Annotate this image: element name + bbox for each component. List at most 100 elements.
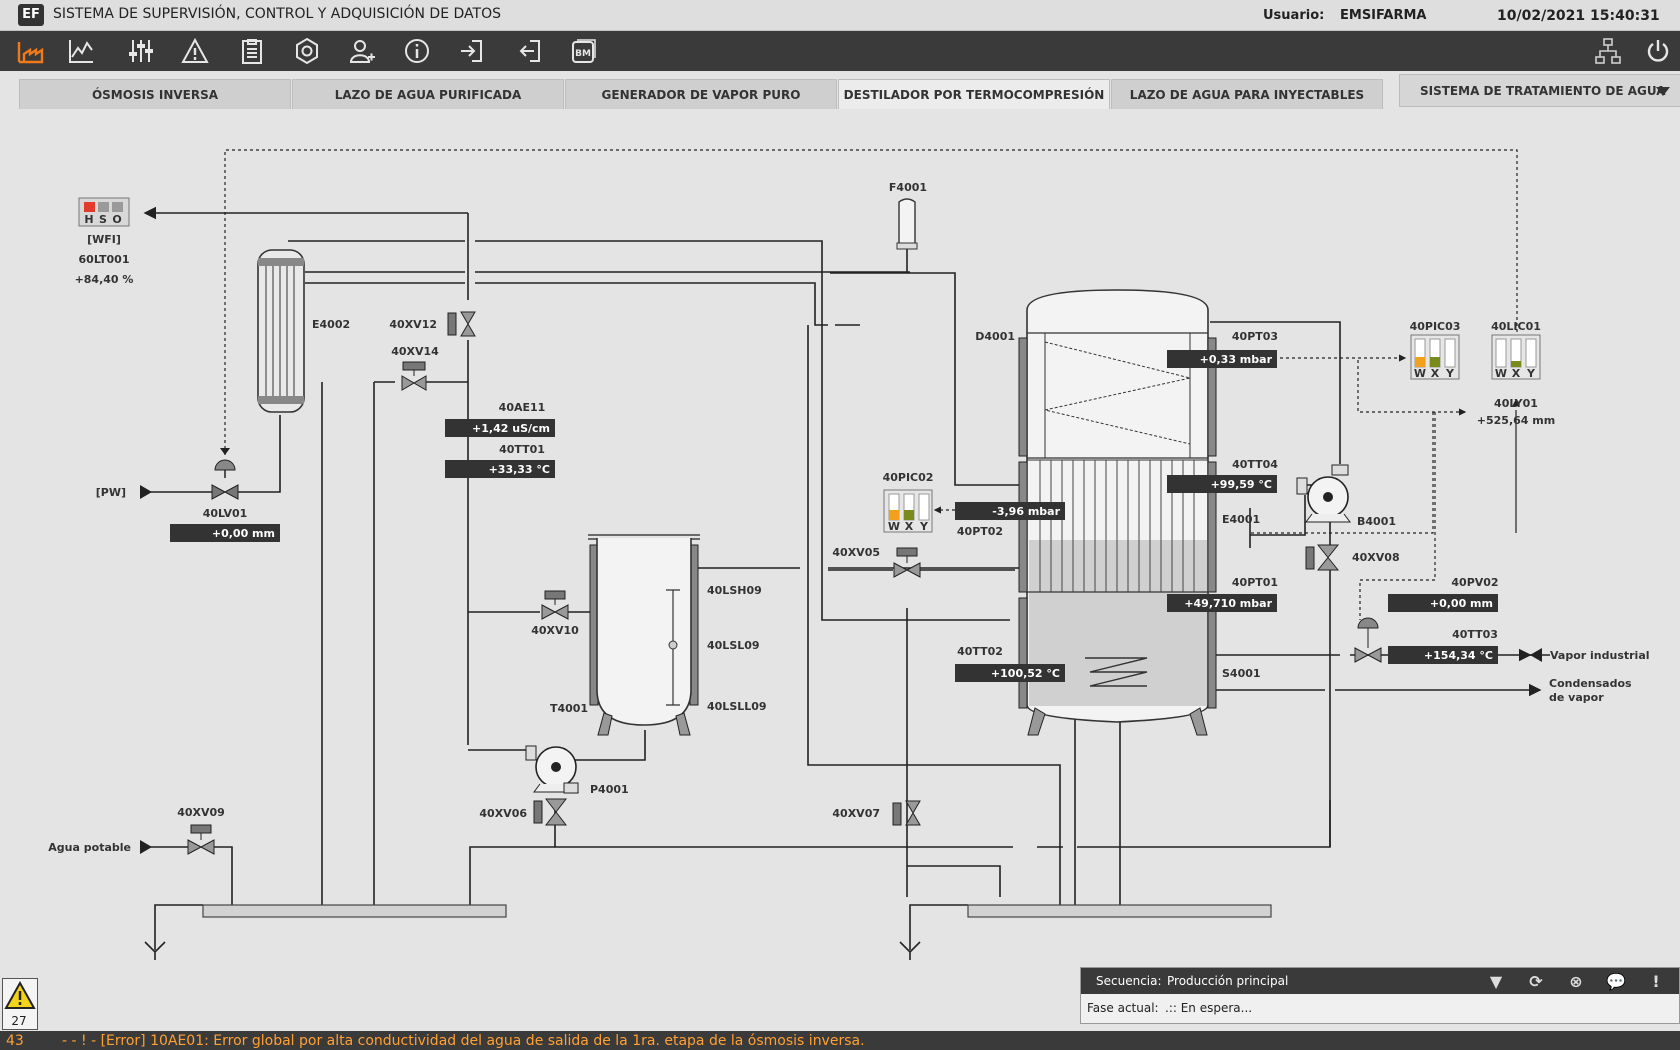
sequence-label: Secuencia: — [1096, 974, 1162, 988]
s4001-label: S4001 — [1222, 667, 1261, 680]
wfi-tag: [WFI] — [87, 233, 121, 246]
tt01-value: +33,33 °C — [489, 463, 550, 476]
xv07-label: 40XV07 — [832, 807, 880, 820]
tt04-value-box[interactable] — [1167, 475, 1277, 493]
controller-40pic03[interactable]: W X Y — [1410, 334, 1460, 380]
sequence-value[interactable]: Producción principal — [1167, 974, 1289, 988]
wfi-level-tag: 60LT001 — [79, 253, 130, 266]
plant-icon[interactable] — [13, 35, 47, 67]
pt02-value-box[interactable] — [955, 502, 1065, 520]
potable-water-label: Agua potable — [48, 841, 131, 854]
valve-40xv07[interactable] — [892, 800, 921, 826]
add-user-icon[interactable] — [345, 35, 379, 67]
title-bar: EF SISTEMA DE SUPERVISIÓN, CONTROL Y ADQ… — [0, 0, 1680, 31]
tt01-value-box[interactable] — [445, 460, 555, 478]
pic02-x-bar — [904, 510, 914, 520]
controller-40pic02[interactable]: W X Y — [883, 489, 933, 533]
user-name: EMSIFARMA — [1340, 8, 1427, 23]
settings-icon[interactable] — [290, 35, 324, 67]
tt04-tag: 40TT04 — [1232, 458, 1278, 471]
distiller-column[interactable] — [1018, 289, 1217, 736]
pic02-w-label: W — [888, 520, 900, 533]
alarm-status-bar[interactable]: 43 - - ! - [Error] 10AE01: Error global … — [0, 1031, 1680, 1050]
led-o-label: O — [112, 213, 121, 226]
tab-generador-vapor-puro[interactable]: GENERADOR DE VAPOR PURO — [565, 79, 837, 109]
sequence-panel: Secuencia: Producción principal ▼ ⟳ ⊗ 💬 … — [1080, 967, 1680, 1024]
drain-icon — [144, 941, 166, 960]
tank-t4001[interactable] — [588, 534, 700, 736]
trend-icon[interactable] — [64, 35, 98, 67]
network-icon[interactable] — [1591, 35, 1625, 67]
condensate-label: Condensados — [1549, 677, 1632, 690]
valve-40xv12[interactable] — [447, 311, 476, 337]
lic01-w-label: W — [1495, 367, 1507, 380]
pipes — [140, 206, 1550, 950]
tab-lazo-agua-inyectables[interactable]: LAZO DE AGUA PARA INYECTABLES — [1111, 79, 1383, 109]
tt03-tag: 40TT03 — [1452, 628, 1498, 641]
valve-40xv10[interactable] — [541, 590, 569, 620]
ae11-value-box[interactable] — [445, 419, 555, 437]
pv02-value-box[interactable] — [1388, 594, 1498, 612]
xv06-label: 40XV06 — [479, 807, 527, 820]
stop-icon[interactable]: ⊗ — [1569, 971, 1583, 991]
valve-40xv14[interactable] — [401, 361, 427, 391]
phase-value: .:: En espera... — [1165, 1001, 1253, 1015]
pic03-w-label: W — [1414, 367, 1426, 380]
bm-label: BM — [575, 49, 591, 59]
comment-icon[interactable]: 💬 — [1606, 971, 1626, 991]
system-select[interactable]: SISTEMA DE TRATAMIENTO DE AGUA — [1399, 74, 1680, 107]
chevron-down-icon — [1656, 87, 1670, 96]
alarm-warning-icon[interactable] — [178, 35, 212, 67]
pv02-tag: 40PV02 — [1451, 576, 1498, 589]
pic02-x-label: X — [905, 520, 914, 533]
valve-40xv05[interactable] — [893, 547, 921, 578]
pump-p4001[interactable] — [525, 745, 579, 794]
chevron-down-icon[interactable]: ▼ — [1489, 971, 1503, 991]
app-logo: EF — [18, 4, 44, 26]
pt01-tag: 40PT01 — [1232, 576, 1278, 589]
valve-40xv09[interactable] — [187, 824, 215, 855]
tab-lazo-agua-purificada[interactable]: LAZO DE AGUA PURIFICADA — [292, 79, 564, 109]
refresh-icon[interactable]: ⟳ — [1529, 971, 1543, 991]
filter-f4001[interactable] — [896, 198, 918, 250]
wfi-status-panel[interactable]: H S O — [78, 197, 130, 227]
tab-label: GENERADOR DE VAPOR PURO — [601, 87, 801, 102]
compressor-b4001[interactable] — [1296, 464, 1351, 523]
area-tabs: ÓSMOSIS INVERSA LAZO DE AGUA PURIFICADA … — [0, 71, 1680, 109]
heat-exchanger-e4002[interactable] — [257, 249, 305, 413]
pt01-value-box[interactable] — [1167, 594, 1277, 612]
e4001-label: E4001 — [1222, 513, 1260, 526]
report-icon[interactable] — [235, 35, 269, 67]
login-icon[interactable] — [455, 35, 489, 67]
lsh09-label: 40LSH09 — [707, 584, 762, 597]
pic03-y-label: Y — [1445, 367, 1455, 380]
lv01-value-box[interactable] — [170, 524, 280, 542]
pic03-w-bar — [1415, 357, 1425, 367]
pt02-tag: 40PT02 — [957, 525, 1003, 538]
t4001-label: T4001 — [550, 702, 588, 715]
pw-inlet-label: [PW] — [96, 486, 126, 499]
valve-40xv08[interactable] — [1305, 544, 1340, 571]
pt03-value-box[interactable] — [1167, 350, 1277, 368]
controller-40lic01[interactable]: W X Y — [1491, 334, 1541, 380]
tab-label: ÓSMOSIS INVERSA — [91, 87, 219, 102]
exclamation-icon[interactable]: ! — [1652, 971, 1660, 991]
control-valve-40pv02[interactable] — [1354, 617, 1382, 663]
control-valve-40lv01[interactable] — [211, 448, 239, 500]
bm-icon[interactable]: BM — [567, 35, 601, 67]
logout-icon[interactable] — [513, 35, 547, 67]
pic03-tag: 40PIC03 — [1410, 320, 1461, 333]
lic01-tag: 40LIC01 — [1491, 320, 1541, 333]
power-icon[interactable] — [1641, 35, 1675, 67]
tab-destilador-termocompresion[interactable]: DESTILADOR POR TERMOCOMPRESIÓN — [838, 79, 1110, 109]
collector-tube — [202, 904, 507, 918]
tt03-value-box[interactable] — [1388, 646, 1498, 664]
tab-osmosis-inversa[interactable]: ÓSMOSIS INVERSA — [19, 79, 291, 109]
alarm-counter-button[interactable] — [2, 978, 38, 1030]
valve-40xv06[interactable] — [533, 798, 568, 826]
info-icon[interactable] — [400, 35, 434, 67]
main-toolbar: BM — [0, 31, 1680, 71]
xv09-label: 40XV09 — [177, 806, 225, 819]
sliders-icon[interactable] — [124, 35, 158, 67]
tt02-value-box[interactable] — [955, 664, 1065, 682]
